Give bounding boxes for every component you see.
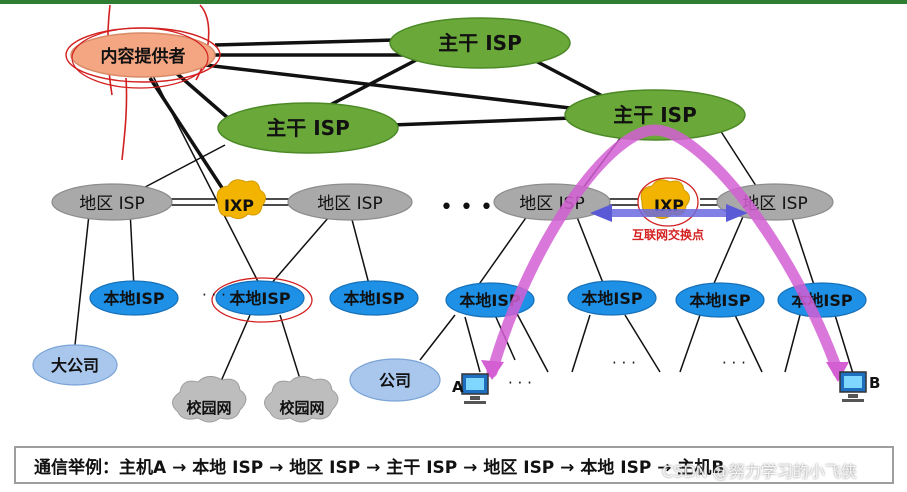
local-isp-label: 本地ISP [103, 289, 164, 308]
regional-isp-2: 地区 ISP [287, 183, 413, 221]
host-a: A [452, 373, 489, 404]
ixp-annotation-label: 互联网交换点 [632, 227, 704, 242]
ixp-annotation-arrow: 互联网交换点 [590, 204, 748, 242]
local-isp-2: 本地ISP [211, 277, 313, 323]
host-b-label: B [869, 374, 880, 392]
local-isp-5: 本地ISP [567, 280, 657, 316]
backbone-isp-label: 主干 ISP [613, 103, 696, 127]
content-provider-label: 内容提供者 [101, 46, 186, 67]
ellipsis: · · · [722, 354, 746, 372]
ellipsis: · · · [612, 354, 636, 372]
backbone-links [148, 38, 611, 201]
regional-isp-label: 地区 ISP [79, 194, 144, 214]
ellipsis: · · · [508, 374, 532, 392]
local-isp-label: 本地ISP [689, 291, 750, 310]
backbone-isp-left: 主干 ISP [217, 102, 399, 154]
big-company: 大公司 [32, 344, 118, 386]
path-arrowhead-b [826, 362, 849, 382]
campus-network-1: 校园网 [172, 376, 247, 423]
path-arrowhead-a [481, 360, 504, 380]
communication-example-caption: 通信举例：主机A → 本地 ISP → 地区 ISP → 主干 ISP → 地区… [14, 446, 894, 484]
big-company-label: 大公司 [51, 356, 99, 375]
regional-isp-label: 地区 ISP [317, 194, 382, 214]
content-provider: 内容提供者 [65, 27, 221, 89]
host-b: B [839, 371, 880, 402]
local-isp-1: 本地ISP [89, 280, 179, 316]
regional-isp-1: 地区 ISP [51, 183, 173, 221]
ixp-left: IXP [216, 179, 266, 220]
ixp-right: IXP [637, 177, 699, 227]
campus-network-label: 校园网 [186, 399, 231, 417]
host-a-label: A [452, 378, 464, 396]
backbone-isp-right: 主干 ISP [564, 89, 746, 141]
company-label: 公司 [379, 371, 411, 390]
communication-path-arrow [486, 124, 844, 378]
local-isp-label: 本地ISP [581, 289, 642, 308]
watermark: CSDN @努力学习的小飞侠 [662, 462, 857, 481]
backbone-isp-top: 主干 ISP [389, 17, 571, 69]
ixp-label: IXP [224, 196, 254, 215]
backbone-isp-label: 主干 ISP [438, 31, 521, 55]
top-border [0, 0, 907, 4]
ellipsis: · · · [202, 286, 226, 304]
backbone-isp-label: 主干 ISP [266, 116, 349, 140]
local-isp-6: 本地ISP [675, 282, 765, 318]
company: 公司 [349, 358, 441, 402]
ellipsis: • • • [440, 195, 493, 220]
campus-network-2: 校园网 [264, 376, 339, 423]
local-isp-label: 本地ISP [459, 291, 520, 310]
regional-isp-3: 地区 ISP [493, 183, 611, 221]
local-isp-3: 本地ISP [329, 280, 419, 316]
regional-isp-label: 地区 ISP [742, 194, 807, 214]
local-isp-label: 本地ISP [343, 289, 404, 308]
local-isp-label: 本地ISP [229, 289, 290, 308]
campus-network-label: 校园网 [279, 399, 324, 417]
local-isp-7: 本地ISP [777, 282, 867, 318]
